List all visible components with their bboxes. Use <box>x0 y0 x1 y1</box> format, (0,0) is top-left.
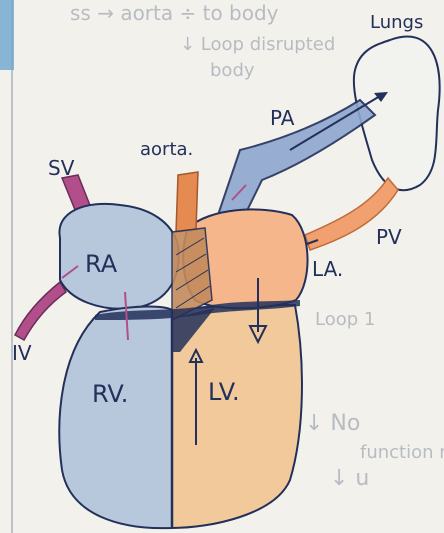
note-top-1: ss → aorta ÷ to body <box>70 1 279 25</box>
label-iv: IV <box>12 341 32 365</box>
right-ventricle <box>59 307 172 529</box>
label-pa: PA <box>270 106 295 130</box>
label-ra: RA <box>85 250 118 278</box>
note-mid: Loop 1 <box>315 309 375 330</box>
label-lv: LV. <box>208 378 240 406</box>
label-sv: SV <box>48 156 75 180</box>
label-rv: RV. <box>92 380 128 408</box>
note-lower-1: ↓ No <box>305 411 360 436</box>
label-pv: PV <box>376 225 402 249</box>
note-top-3: body <box>210 60 255 81</box>
left-ventricle <box>172 305 302 528</box>
label-lungs: Lungs <box>370 12 423 33</box>
pulmonary-artery <box>218 100 375 225</box>
label-aorta: aorta. <box>140 139 193 160</box>
note-lower-2: ↓ u <box>330 466 369 491</box>
note-top-2: ↓ Loop disrupted <box>180 34 335 55</box>
label-la: LA. <box>312 257 343 281</box>
inferior-vena-cava <box>15 282 66 340</box>
aorta <box>176 172 198 232</box>
note-lower-3: function mo <box>360 442 444 463</box>
right-atrium <box>59 204 178 309</box>
blue-sticky-corner <box>0 0 14 70</box>
